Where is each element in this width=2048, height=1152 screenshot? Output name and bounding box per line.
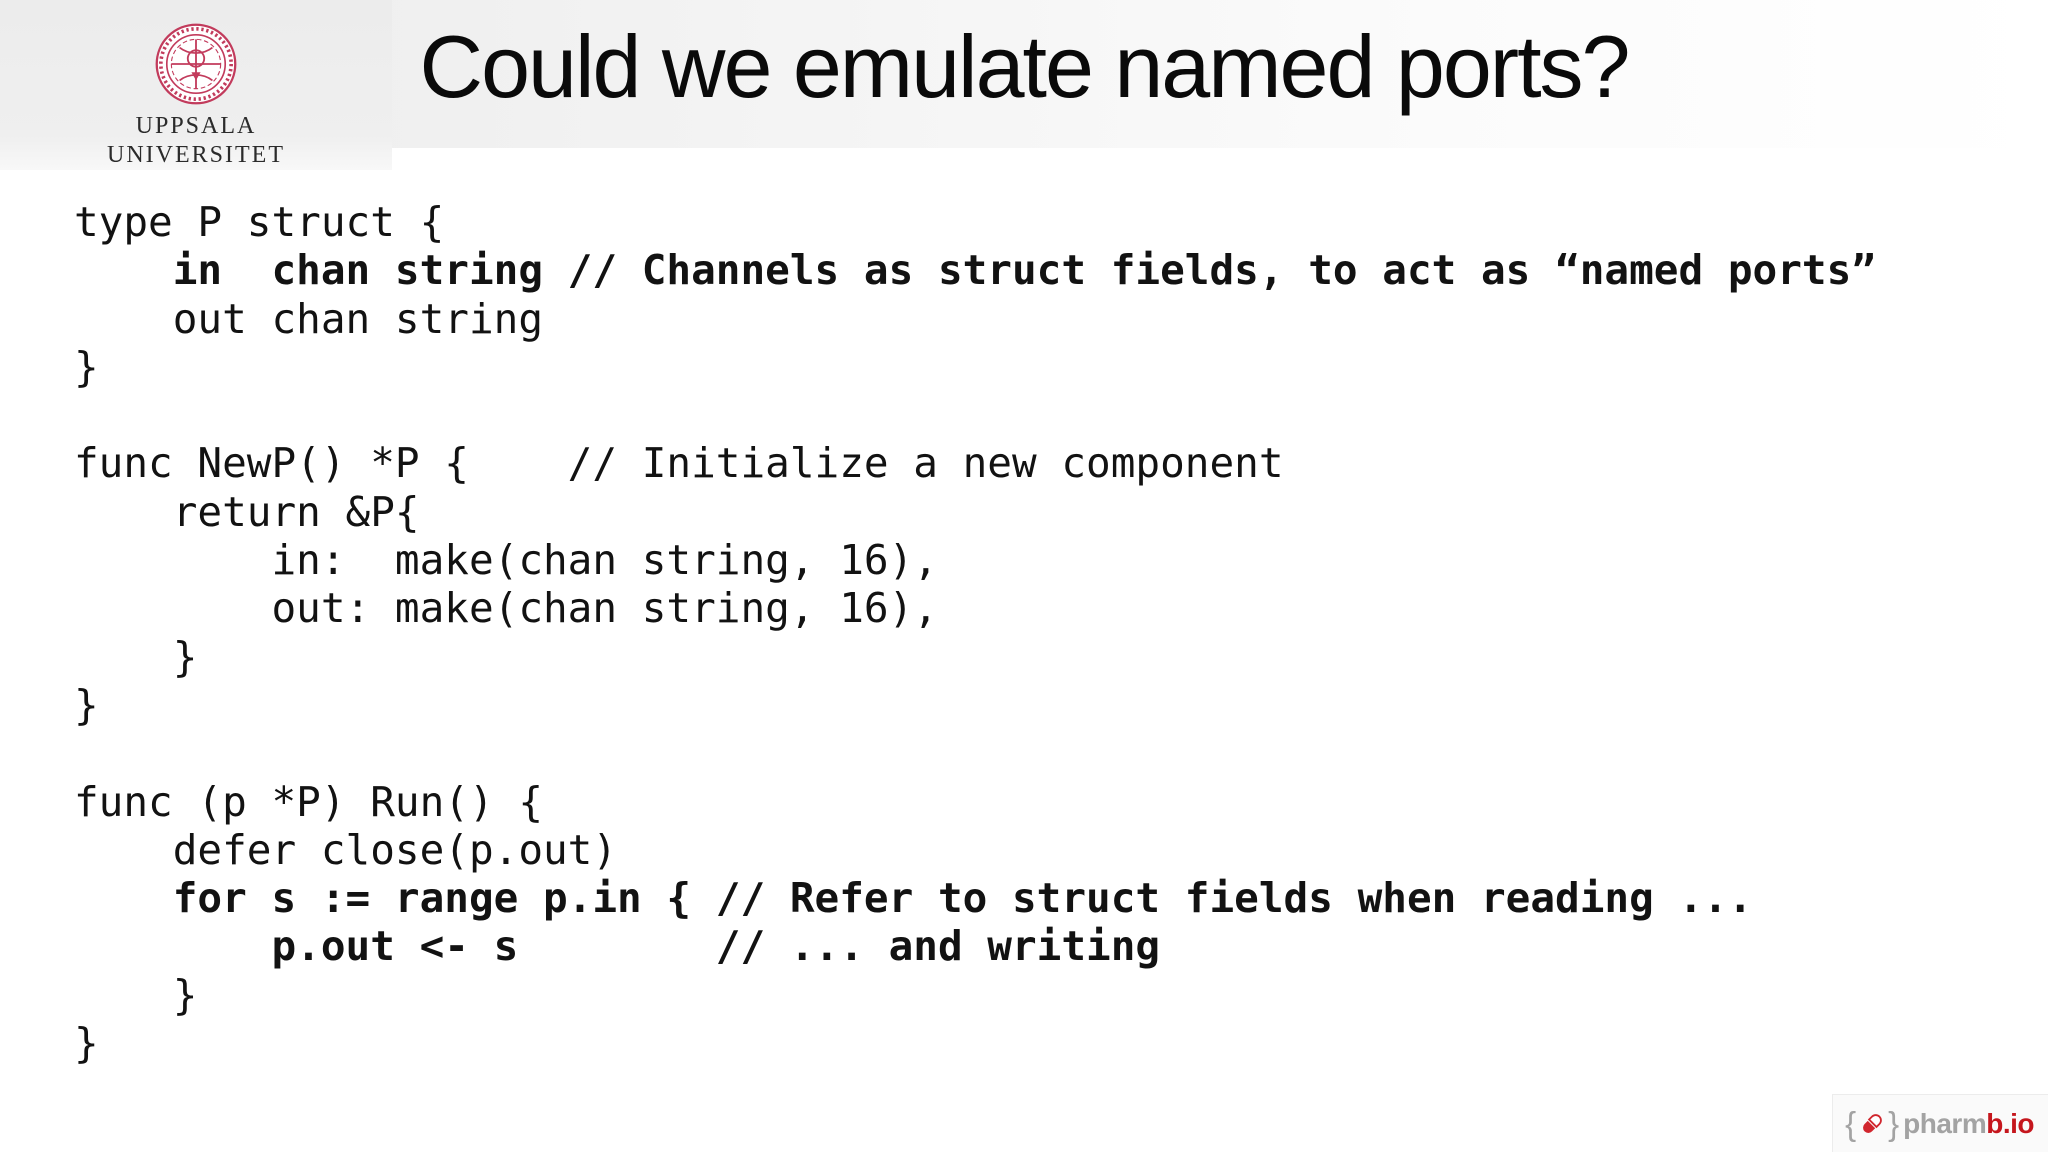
code-line: out: make(chan string, 16), xyxy=(74,584,938,633)
code-line: p.out <- s // ... and writing xyxy=(74,922,1161,971)
code-line: } xyxy=(74,632,198,681)
code-line: in chan string // Channels as struct fie… xyxy=(74,246,1876,295)
code-line: out chan string xyxy=(74,294,543,343)
brand-close-brace: } xyxy=(1888,1105,1900,1142)
uppsala-logo-line2: UNIVERSITET xyxy=(107,142,285,168)
code-line: func NewP() *P { // Initialize a new com… xyxy=(74,439,1284,488)
code-line: defer close(p.out) xyxy=(74,825,618,874)
code-line: } xyxy=(74,970,198,1019)
code-line: type P struct { xyxy=(74,198,445,246)
uppsala-logo: UPPSALA UNIVERSITET xyxy=(0,0,392,170)
uppsala-logo-line1: UPPSALA xyxy=(135,113,257,139)
pharmbio-logo: { } pharm b.io xyxy=(1845,1107,2034,1140)
code-line: } xyxy=(74,680,99,729)
code-line: } xyxy=(74,342,99,391)
uppsala-seal-icon xyxy=(155,23,237,105)
code-line: return &P{ xyxy=(74,487,420,536)
brand-name-gray: pharm xyxy=(1903,1107,1987,1139)
code-line: for s := range p.in { // Refer to struct… xyxy=(74,874,1753,923)
code-line: in: make(chan string, 16), xyxy=(74,536,938,585)
code-line xyxy=(74,729,1876,777)
pill-icon xyxy=(1863,1113,1882,1133)
code-line xyxy=(74,391,1876,439)
code-line: } xyxy=(74,1019,99,1068)
slide-title: Could we emulate named ports? xyxy=(419,17,1631,116)
code-block: type P struct { in chan string // Channe… xyxy=(74,198,1876,1067)
brand-name-red: b.io xyxy=(1986,1107,2034,1139)
footer-brand-box: { } pharm b.io xyxy=(1832,1094,2048,1152)
code-line: func (p *P) Run() { xyxy=(74,777,543,826)
brand-open-brace: { xyxy=(1845,1105,1857,1142)
